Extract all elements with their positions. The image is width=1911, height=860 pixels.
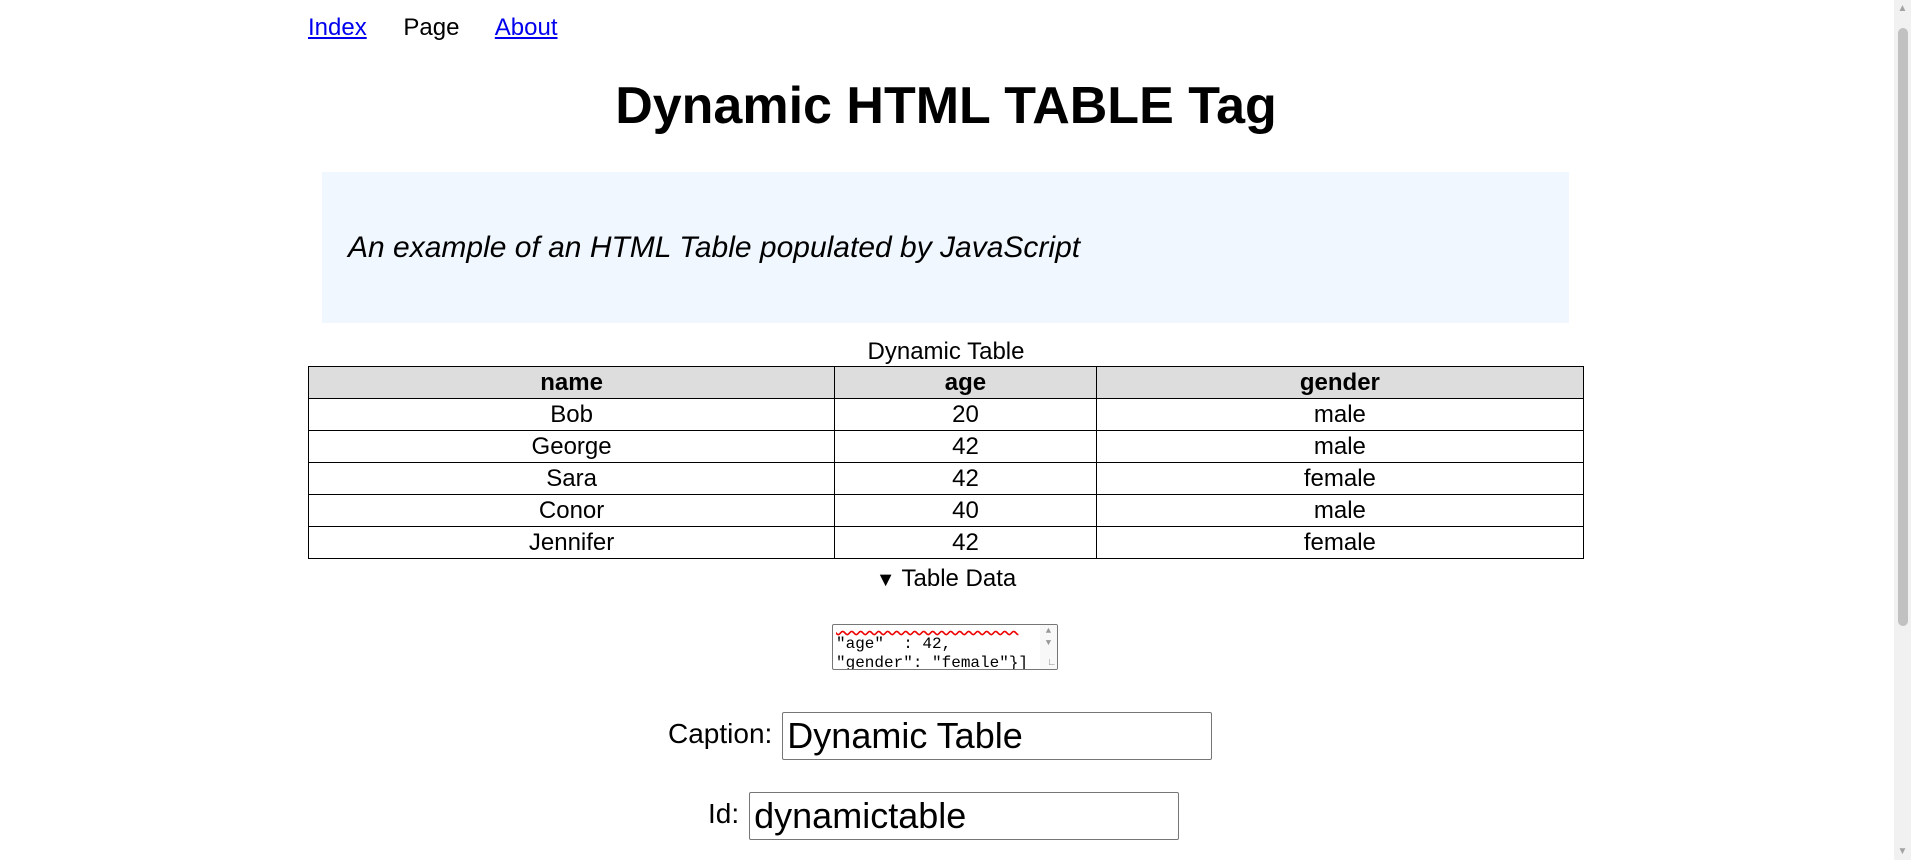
json-line-gender: "gender": "female"}] — [836, 654, 1029, 670]
table-header-row: name age gender — [307, 366, 1585, 399]
table-data-textarea[interactable]: "age" : 42, "gender": "female"}] ▲▼ ∟ — [832, 624, 1058, 670]
scrollbar-thumb[interactable] — [1898, 28, 1908, 626]
cell-name: Jennifer — [307, 526, 836, 559]
intro-box: An example of an HTML Table populated by… — [322, 172, 1569, 323]
cell-age: 42 — [834, 526, 1097, 559]
table-row: George 42 male — [307, 430, 1585, 463]
scroll-up-arrow-icon: ▲ — [1045, 626, 1052, 636]
nav-link-about[interactable]: About — [494, 14, 558, 41]
scroll-down-arrow-icon[interactable]: ▼ — [1897, 846, 1908, 857]
json-text: "age" : 42, "gender": "female"}] — [836, 625, 1029, 670]
nav-link-index[interactable]: Index — [308, 14, 367, 41]
header-gender: gender — [1095, 366, 1585, 399]
cell-gender: male — [1095, 494, 1585, 527]
caption-label: Caption: — [668, 718, 773, 749]
json-line-age: "age" : 42, — [836, 635, 952, 653]
table-caption: Dynamic Table — [867, 338, 1025, 365]
cell-gender: male — [1095, 398, 1585, 431]
id-input[interactable] — [749, 791, 1180, 840]
id-label: Id: — [708, 798, 740, 829]
page-title: Dynamic HTML TABLE Tag — [615, 77, 1277, 135]
caption-row: Caption: — [668, 710, 1213, 760]
table-data-toggle[interactable]: ▼Table Data — [308, 564, 1584, 595]
header-age: age — [834, 366, 1097, 399]
dynamic-table: name age gender Bob 20 male George 42 ma… — [307, 366, 1585, 559]
id-row: Id: — [708, 790, 1180, 840]
header-name: name — [307, 366, 836, 399]
caption-input[interactable] — [782, 711, 1213, 760]
top-nav: Index Page About — [308, 12, 588, 44]
cell-age: 40 — [834, 494, 1097, 527]
cell-name: Conor — [307, 494, 836, 527]
cell-name: Sara — [307, 462, 836, 495]
resize-grip-icon[interactable]: ∟ — [1048, 658, 1055, 669]
scroll-down-arrow-icon: ▼ — [1045, 638, 1052, 648]
textarea-scrollbar[interactable]: ▲▼ — [1040, 625, 1057, 669]
cell-age: 20 — [834, 398, 1097, 431]
table-row: Bob 20 male — [307, 398, 1585, 431]
scroll-up-arrow-icon[interactable]: ▲ — [1897, 3, 1908, 14]
table-row: Sara 42 female — [307, 462, 1585, 495]
cell-gender: female — [1095, 526, 1585, 559]
cell-gender: male — [1095, 430, 1585, 463]
json-line-hidden — [836, 625, 1018, 634]
table-row: Conor 40 male — [307, 494, 1585, 527]
nav-item-page: Page — [403, 14, 460, 41]
cell-age: 42 — [834, 430, 1097, 463]
triangle-down-icon: ▼ — [875, 569, 896, 591]
intro-text: An example of an HTML Table populated by… — [348, 231, 1081, 264]
cell-name: George — [307, 430, 836, 463]
cell-gender: female — [1095, 462, 1585, 495]
page-scrollbar[interactable]: ▲ ▼ — [1894, 0, 1911, 860]
table-row: Jennifer 42 female — [307, 526, 1585, 559]
table-data-summary-label: Table Data — [901, 565, 1017, 592]
cell-name: Bob — [307, 398, 836, 431]
cell-age: 42 — [834, 462, 1097, 495]
